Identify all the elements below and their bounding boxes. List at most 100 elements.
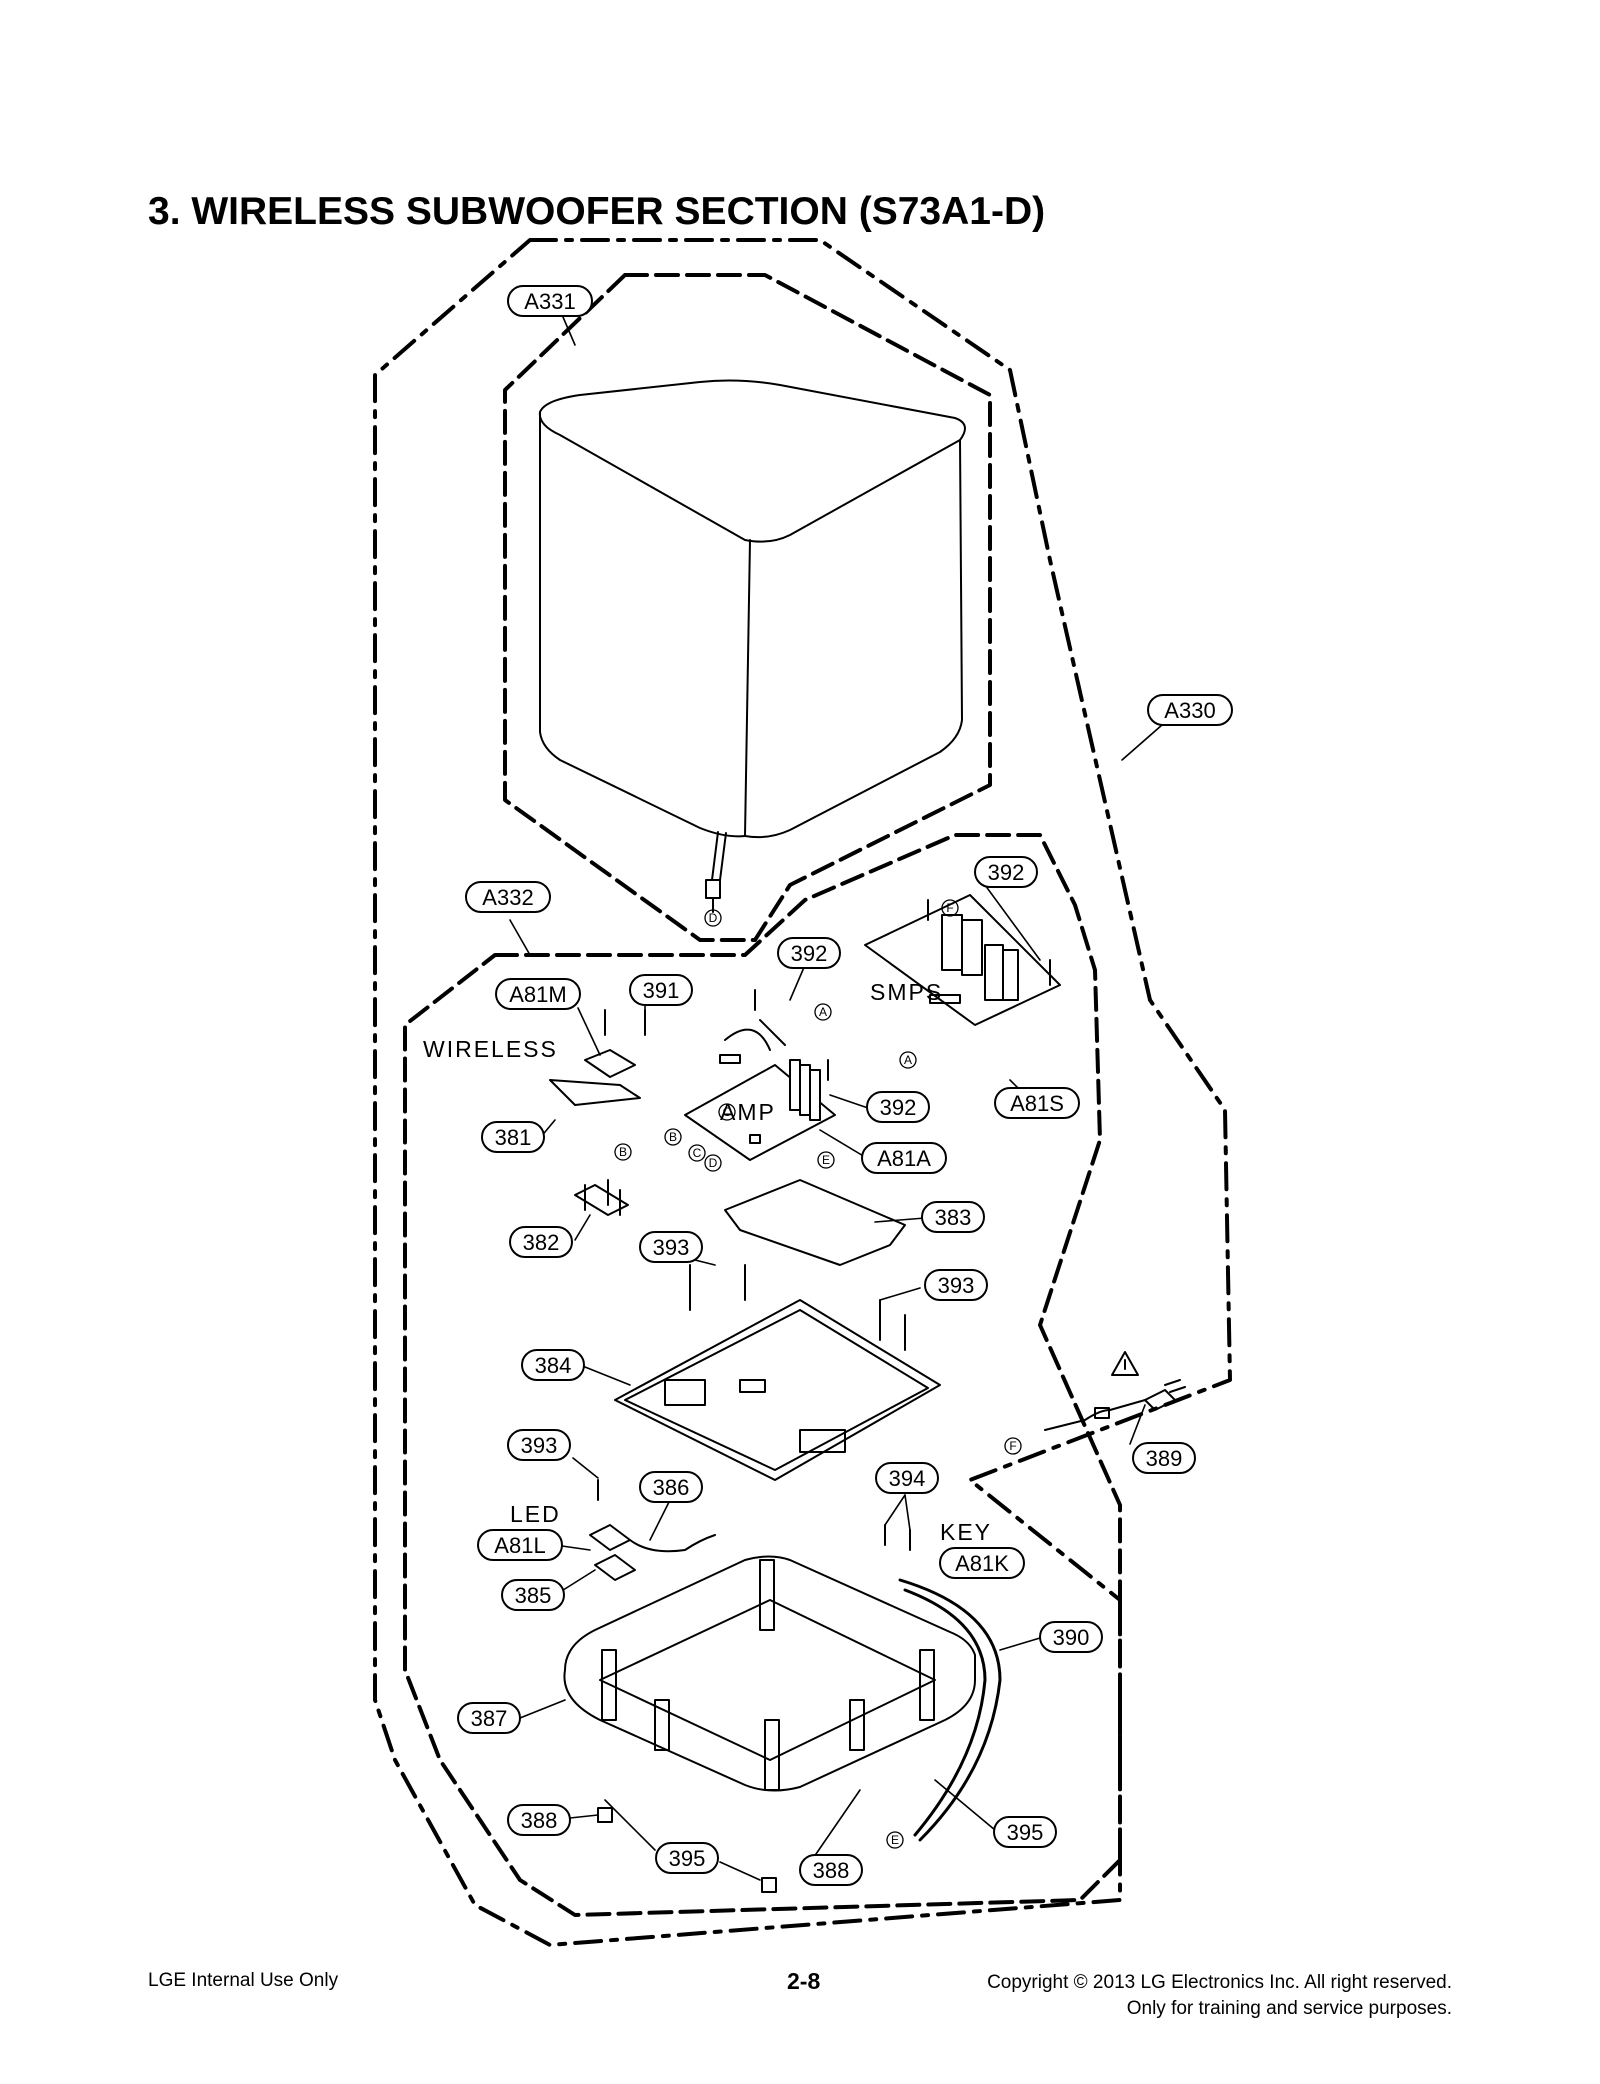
svg-text:384: 384 — [535, 1353, 572, 1378]
copyright-line: Copyright © 2013 LG Electronics Inc. All… — [987, 1972, 1452, 1993]
connector-b2: B — [669, 1130, 677, 1144]
callout-393-c: 393 — [507, 1429, 571, 1461]
base-tray-387 — [563, 1555, 976, 1792]
leader-lines — [509, 309, 1163, 1881]
connector-e1: E — [822, 1153, 830, 1167]
svg-text:387: 387 — [471, 1706, 508, 1731]
callout-388-bottom: 388 — [799, 1854, 863, 1886]
svg-text:391: 391 — [643, 978, 680, 1003]
svg-text:A330: A330 — [1164, 698, 1215, 723]
connector-a2: A — [904, 1053, 912, 1067]
connector-d1: D — [709, 911, 718, 925]
callout-393-b: 393 — [924, 1269, 988, 1301]
page-title: 3. WIRELESS SUBWOOFER SECTION (S73A1-D) — [148, 190, 1046, 233]
usage-line: Only for training and service purposes. — [1126, 1998, 1452, 2019]
holder-382 — [574, 1179, 629, 1216]
callout-a81l: A81L — [477, 1529, 563, 1561]
boundary-a332 — [403, 833, 1122, 1917]
screws — [597, 899, 1051, 1551]
connector-e2: E — [891, 1833, 899, 1847]
svg-text:A81S: A81S — [1010, 1091, 1064, 1116]
footer-internal-use: LGE Internal Use Only — [148, 1970, 339, 1991]
sheet-383 — [724, 1179, 906, 1266]
callout-391: 391 — [629, 974, 693, 1006]
svg-text:394: 394 — [889, 1466, 926, 1491]
callouts: A331 A330 A332 A81M 391 392 392 392 A81S… — [457, 285, 1233, 1886]
svg-text:388: 388 — [521, 1808, 558, 1833]
connector-a1: A — [819, 1005, 827, 1019]
callout-a81s: A81S — [994, 1087, 1080, 1119]
callout-384: 384 — [521, 1349, 585, 1381]
connector-b1: B — [619, 1145, 627, 1159]
svg-text:393: 393 — [653, 1235, 690, 1260]
callout-382: 382 — [509, 1226, 573, 1258]
connector-letters — [614, 899, 1022, 1849]
svg-text:386: 386 — [653, 1475, 690, 1500]
svg-text:390: 390 — [1053, 1625, 1090, 1650]
callout-a81a: A81A — [861, 1142, 947, 1174]
callout-a81k: A81K — [939, 1547, 1025, 1579]
warning-triangle-icon — [1111, 1351, 1139, 1376]
section-labels: WIRELESS AMP SMPS LED KEY — [423, 979, 992, 1545]
label-led: LED — [510, 1501, 561, 1527]
connector-c2: C — [723, 1105, 732, 1119]
callout-381: 381 — [481, 1121, 545, 1153]
svg-text:395: 395 — [669, 1846, 706, 1871]
svg-text:392: 392 — [988, 860, 1025, 885]
callout-392-right: 392 — [866, 1091, 930, 1123]
bottom-plate-384 — [614, 1299, 941, 1481]
svg-text:381: 381 — [495, 1125, 532, 1150]
svg-text:A81A: A81A — [877, 1146, 931, 1171]
callout-393-a: 393 — [639, 1231, 703, 1263]
smps-board — [864, 894, 1061, 1026]
page-number: 2-8 — [787, 1968, 821, 1994]
svg-text:382: 382 — [523, 1230, 560, 1255]
label-key: KEY — [940, 1519, 992, 1545]
svg-text:A81M: A81M — [509, 982, 566, 1007]
label-wireless: WIRELESS — [423, 1036, 558, 1062]
led-board — [589, 1524, 716, 1581]
connector-f2: F — [1009, 1439, 1016, 1453]
callout-a330: A330 — [1147, 694, 1233, 726]
wireless-module — [549, 1049, 641, 1106]
callout-395-left: 395 — [655, 1842, 719, 1874]
svg-text:388: 388 — [813, 1858, 850, 1883]
amp-board — [684, 1019, 836, 1161]
footer-copyright: Copyright © 2013 LG Electronics Inc. All… — [987, 1970, 1452, 2022]
svg-text:392: 392 — [880, 1095, 917, 1120]
cable-390 — [898, 1578, 1002, 1842]
label-amp: AMP — [720, 1099, 776, 1125]
cabinet-box — [538, 379, 966, 913]
callout-383: 383 — [921, 1201, 985, 1233]
svg-text:389: 389 — [1146, 1446, 1183, 1471]
callout-394: 394 — [875, 1462, 939, 1494]
callout-a81m: A81M — [495, 978, 581, 1010]
svg-text:395: 395 — [1007, 1820, 1044, 1845]
callout-392-mid: 392 — [777, 937, 841, 969]
callout-386: 386 — [639, 1471, 703, 1503]
svg-text:A332: A332 — [482, 885, 533, 910]
callout-a332: A332 — [465, 881, 551, 913]
callout-388-left: 388 — [507, 1804, 571, 1836]
svg-text:392: 392 — [791, 941, 828, 966]
callout-392-top: 392 — [974, 856, 1038, 888]
callout-395-right: 395 — [993, 1816, 1057, 1848]
svg-text:393: 393 — [521, 1433, 558, 1458]
svg-text:A81L: A81L — [494, 1533, 545, 1558]
svg-text:383: 383 — [935, 1205, 972, 1230]
callout-a331: A331 — [507, 285, 593, 317]
callout-390: 390 — [1039, 1621, 1103, 1653]
svg-text:385: 385 — [515, 1583, 552, 1608]
connector-c1: C — [693, 1146, 702, 1160]
connector-f1: F — [946, 901, 953, 915]
connector-d2: D — [709, 1156, 718, 1170]
label-smps: SMPS — [870, 979, 943, 1005]
svg-text:A331: A331 — [524, 289, 575, 314]
boundary-a331 — [503, 273, 992, 942]
assembly-boundary-a330 — [373, 238, 1232, 1947]
svg-text:A81K: A81K — [955, 1551, 1009, 1576]
callout-389: 389 — [1132, 1442, 1196, 1474]
callout-385: 385 — [501, 1579, 565, 1611]
callout-387: 387 — [457, 1702, 521, 1734]
